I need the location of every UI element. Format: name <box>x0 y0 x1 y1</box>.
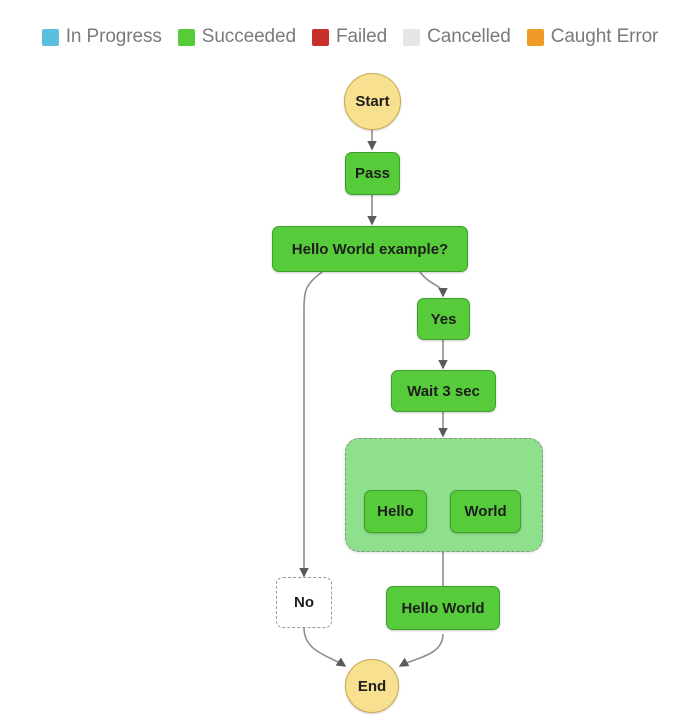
succeeded-swatch-icon <box>177 28 195 46</box>
legend-item-in-progress: In Progress <box>41 26 162 48</box>
legend-item-failed: Failed <box>311 26 388 48</box>
workflow-graph[interactable]: Start Pass Hello World example? Yes Wait… <box>0 52 700 722</box>
cancelled-swatch-icon <box>403 28 421 46</box>
node-choice-hello-world-example[interactable]: Hello World example? <box>272 226 468 272</box>
node-pass-label: Pass <box>354 165 391 182</box>
edge-choice-to-yes <box>419 271 448 298</box>
caught-error-swatch-icon <box>526 28 544 46</box>
legend-item-caught-error: Caught Error <box>526 26 659 48</box>
node-pass[interactable]: Pass <box>345 152 400 195</box>
legend-item-cancelled: Cancelled <box>403 26 511 48</box>
legend-label-in-progress: In Progress <box>65 26 162 47</box>
node-choice-label: Hello World example? <box>291 240 449 258</box>
node-hello-world[interactable]: Hello World <box>386 586 500 630</box>
failed-swatch-icon <box>311 28 329 46</box>
edge-choice-to-no <box>299 271 323 578</box>
status-legend: In Progress Succeeded Failed Cancelled C… <box>0 22 700 52</box>
node-world-label: World <box>464 503 507 520</box>
node-wait-label: Wait 3 sec <box>407 382 480 400</box>
node-yes-label: Yes <box>430 310 457 328</box>
node-yes[interactable]: Yes <box>417 298 470 340</box>
node-no-label: No <box>294 594 314 611</box>
legend-label-succeeded: Succeeded <box>201 26 296 47</box>
legend-item-succeeded: Succeeded <box>177 26 296 48</box>
edge-helloworld-to-end <box>398 633 444 667</box>
node-start-label: Start <box>355 93 390 110</box>
node-hello-world-label: Hello World <box>401 599 485 617</box>
legend-label-cancelled: Cancelled <box>427 26 511 47</box>
node-world[interactable]: World <box>450 490 521 533</box>
node-no[interactable]: No <box>276 577 332 628</box>
node-hello-label: Hello <box>377 503 414 520</box>
node-end-label: End <box>357 677 387 695</box>
node-wait-3-sec[interactable]: Wait 3 sec <box>391 370 496 412</box>
legend-label-failed: Failed <box>335 26 388 47</box>
legend-label-caught-error: Caught Error <box>550 26 659 47</box>
in-progress-swatch-icon <box>41 28 59 46</box>
node-start[interactable]: Start <box>344 73 401 130</box>
node-hello[interactable]: Hello <box>364 490 427 533</box>
edge-no-to-end <box>303 627 347 667</box>
node-end[interactable]: End <box>345 659 399 713</box>
